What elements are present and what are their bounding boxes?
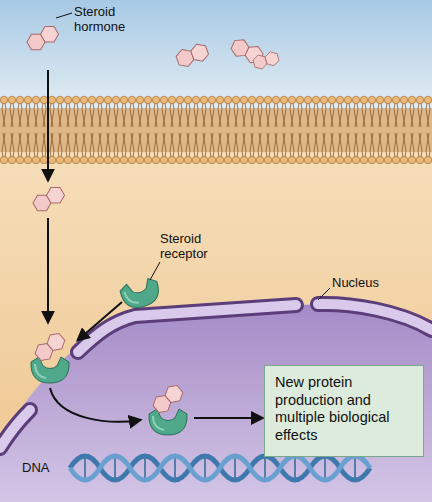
nucleus-label: Nucleus xyxy=(332,276,412,291)
effect-box: New protein production and multiple biol… xyxy=(264,365,424,457)
receptor-label: Steroid receptor xyxy=(160,232,235,262)
box-text: New protein production and multiple biol… xyxy=(275,374,413,445)
dna-label: DNA xyxy=(22,461,62,476)
hormone-label: Steroid hormone xyxy=(74,5,144,35)
